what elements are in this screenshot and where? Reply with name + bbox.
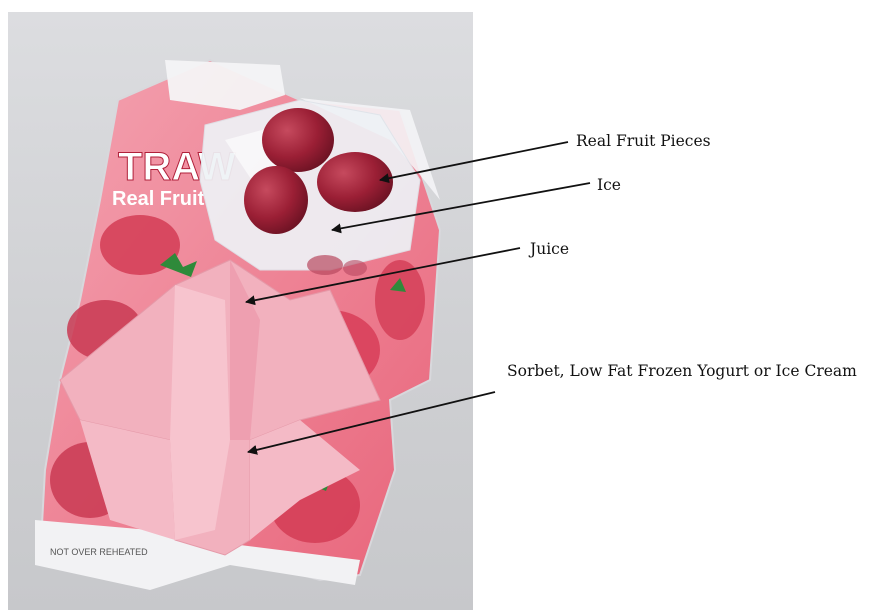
package-bottom-text: NOT OVER REHEATED <box>50 547 148 557</box>
label-ice: Ice <box>597 176 621 194</box>
label-juice: Juice <box>530 240 569 258</box>
package-tagline-text: Real Fruit <box>112 188 205 210</box>
label-sorbet: Sorbet, Low Fat Frozen Yogurt or Ice Cre… <box>507 362 857 380</box>
label-real-fruit-pieces: Real Fruit Pieces <box>576 132 711 150</box>
